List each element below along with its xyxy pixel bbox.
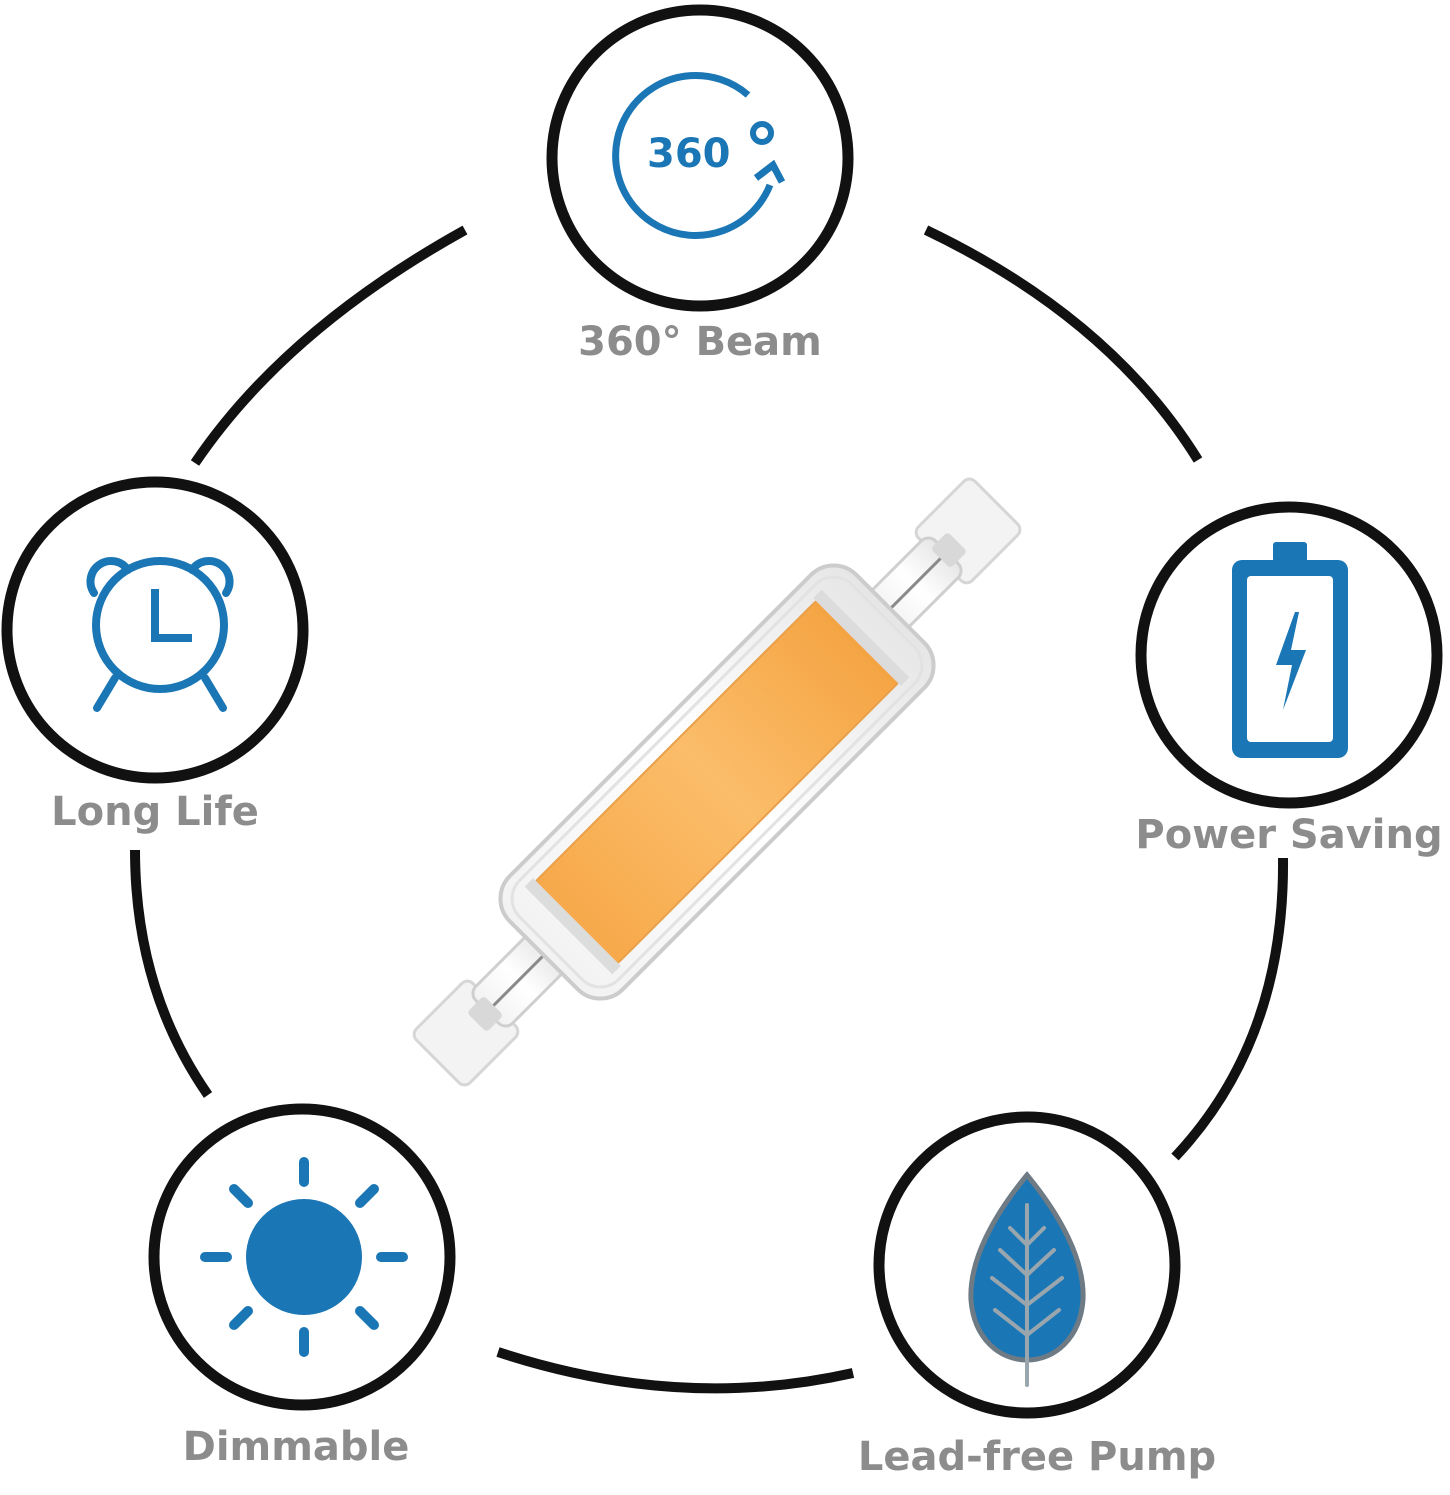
r7s-cob-led-bulb bbox=[412, 477, 1022, 1087]
360-rotation-icon: 360 bbox=[612, 72, 786, 239]
feature-360-beam: 360 bbox=[546, 4, 854, 312]
ring-arc-left bbox=[130, 849, 213, 1098]
label-360-beam: 360° Beam bbox=[578, 319, 822, 365]
sun-icon bbox=[200, 1157, 408, 1357]
label-lead-free-pump: Lead-free Pump bbox=[857, 1434, 1217, 1480]
connecting-ring bbox=[130, 225, 1289, 1394]
ring-arc-right bbox=[1171, 857, 1289, 1161]
360-text: 360 bbox=[647, 131, 731, 177]
leaf-icon bbox=[968, 1171, 1086, 1387]
label-dimmable: Dimmable bbox=[182, 1424, 410, 1470]
label-long-life: Long Life bbox=[51, 789, 259, 835]
ring-arc-top-right bbox=[923, 225, 1203, 463]
ring-arc-bottom bbox=[496, 1347, 855, 1394]
ring-arc-top-left bbox=[190, 225, 468, 466]
label-power-saving: Power Saving bbox=[1135, 812, 1443, 858]
feature-lead-free-pump bbox=[873, 1111, 1181, 1419]
feature-dimmable bbox=[148, 1103, 456, 1411]
battery-bolt-icon bbox=[1232, 542, 1348, 758]
feature-circle bbox=[546, 4, 854, 312]
feature-long-life bbox=[1, 476, 309, 784]
alarm-clock-icon bbox=[86, 557, 234, 712]
feature-power-saving bbox=[1135, 501, 1443, 809]
